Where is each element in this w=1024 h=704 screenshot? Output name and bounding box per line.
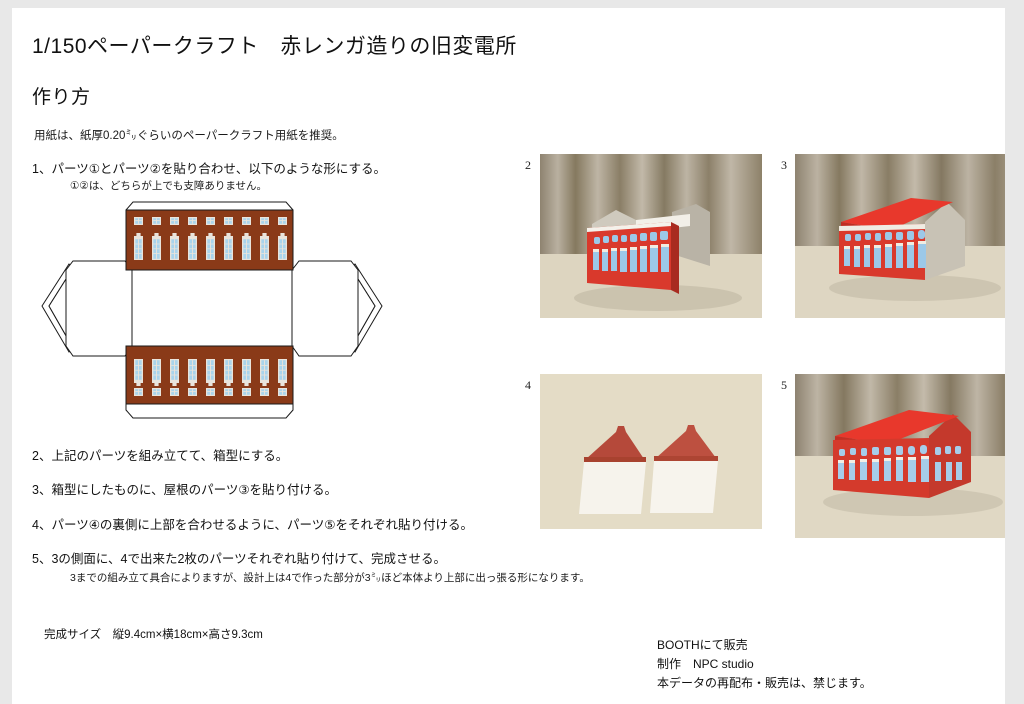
page-title: 1/150ペーパークラフト 赤レンガ造りの旧変電所: [32, 35, 517, 58]
step-5-note: 3までの組み立て具合によりますが、設計上は4で作った部分が3㍉ほど本体より上部に…: [70, 572, 590, 584]
step-2-text: 2、上記のパーツを組み立てて、箱型にする。: [32, 449, 289, 463]
photo-label-3: 3: [781, 158, 787, 172]
photo-label-5: 5: [781, 378, 787, 392]
footer-line-author: 制作 NPC studio: [657, 657, 754, 671]
footer-line-sales: BOOTHにて販売: [657, 638, 748, 652]
photo-label-2: 2: [525, 158, 531, 172]
step-3-text: 3、箱型にしたものに、屋根のパーツ③を貼り付ける。: [32, 483, 338, 497]
step-4-text: 4、パーツ④の裏側に上部を合わせるように、パーツ⑤をそれぞれ貼り付ける。: [32, 518, 473, 532]
lower-brick-wall: [125, 345, 294, 405]
document-page: 1/150ペーパークラフト 赤レンガ造りの旧変電所 作り方 用紙は、紙厚0.20…: [12, 8, 1005, 704]
step-1-note: ①②は、どちらが上でも支障ありません。: [70, 180, 268, 192]
photo-4-gable-parts: [540, 374, 762, 529]
upper-brick-wall: [125, 209, 294, 271]
paper-recommendation-note: 用紙は、紙厚0.20㍉ぐらいのペーパークラフト用紙を推奨。: [34, 130, 344, 142]
section-heading: 作り方: [32, 87, 91, 108]
photo-label-4: 4: [525, 378, 531, 392]
footer-line-rights: 本データの再配布・販売は、禁じます。: [657, 676, 872, 690]
unfolded-template-diagram: [37, 196, 387, 424]
step-5-text: 5、3の側面に、4で出来た2枚のパーツそれぞれ貼り付けて、完成させる。: [32, 552, 447, 566]
finished-size-text: 完成サイズ 縦9.4cm×横18cm×高さ9.3cm: [44, 629, 263, 641]
photo-3-roof-attached: [795, 154, 1005, 318]
step-1-text: 1、パーツ①とパーツ②を貼り合わせ、以下のような形にする。: [32, 162, 386, 176]
photo-2-open-box: [540, 154, 762, 318]
photo-5-completed-model: [795, 374, 1005, 538]
footer-credits: BOOTHにて販売 制作 NPC studio 本データの再配布・販売は、禁じま…: [657, 636, 872, 693]
